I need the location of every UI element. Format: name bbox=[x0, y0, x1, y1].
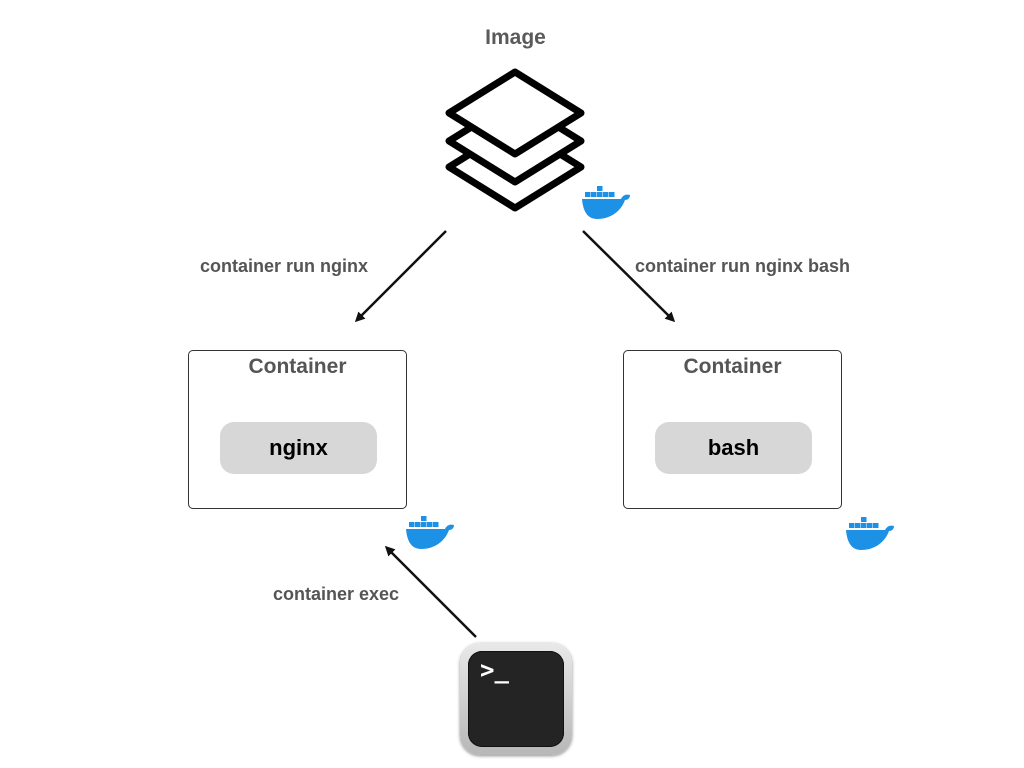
label-container-run-nginx: container run nginx bbox=[200, 256, 369, 276]
label-container-run-nginx-bash: container run nginx bash bbox=[635, 256, 851, 276]
container-title: Container bbox=[683, 355, 782, 378]
layer-bottom bbox=[445, 122, 585, 212]
label-container-exec: container exec bbox=[273, 584, 400, 604]
process-bash: bash bbox=[655, 422, 812, 474]
terminal-prompt: >_ bbox=[480, 656, 509, 684]
layer-top bbox=[445, 68, 585, 158]
terminal-screen: >_ bbox=[468, 651, 564, 747]
arrow-run-nginx bbox=[354, 230, 447, 323]
process-nginx: nginx bbox=[220, 422, 377, 474]
docker-whale-icon bbox=[406, 516, 454, 549]
container-nginx-box: Container nginx bbox=[188, 350, 407, 509]
layer-middle bbox=[445, 96, 585, 186]
terminal-icon: >_ bbox=[460, 643, 572, 755]
container-bash-box: Container bash bbox=[623, 350, 842, 509]
container-title: Container bbox=[248, 355, 347, 378]
docker-whale-icon bbox=[582, 186, 630, 219]
docker-whale-icon bbox=[846, 517, 894, 550]
arrow-exec bbox=[384, 545, 477, 638]
image-title: Image bbox=[485, 26, 546, 49]
